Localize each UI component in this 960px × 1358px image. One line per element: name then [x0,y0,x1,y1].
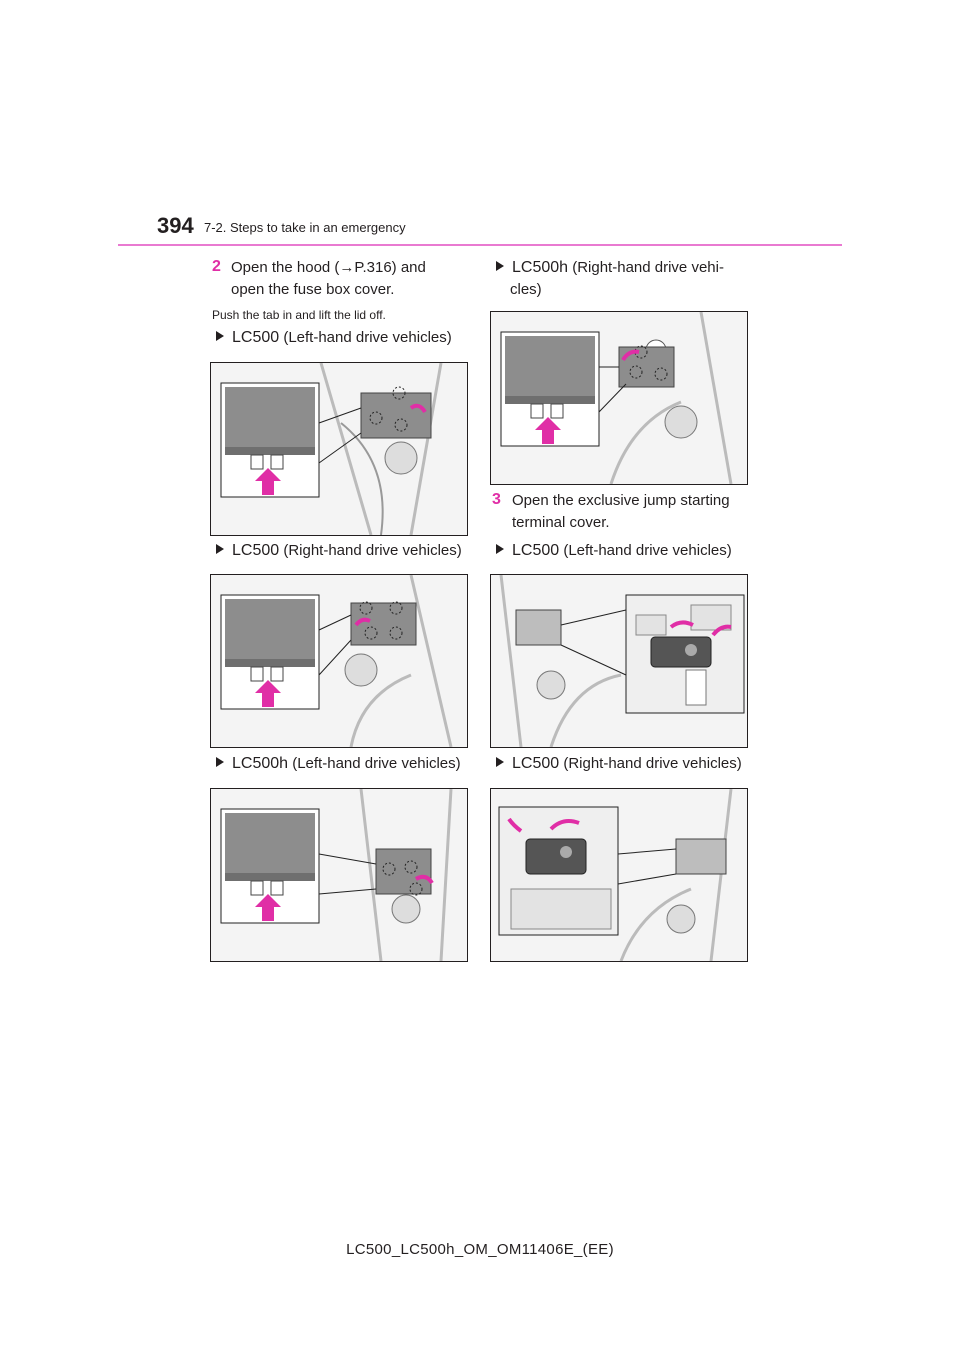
step-3-number: 3 [492,491,501,508]
caption-model: LC500 [512,542,560,559]
section-title: 7-2. Steps to take in an emergency [204,220,406,235]
caption-model: LC500h [512,259,569,276]
caption-desc: (Right-hand drive vehicles) [559,755,742,772]
caption-model: LC500 [512,755,560,772]
step-2-note: Push the tab in and lift the lid off. [212,308,386,322]
caption-desc: (Left-hand drive vehicles) [559,542,732,559]
step-2: 2 [212,258,221,276]
caption-model: LC500 [232,329,280,346]
caption-desc-line-2: cles) [510,281,542,298]
step-3-text: Open the exclusive jump starting termina… [512,490,730,534]
step-2-text: Open the hood (→P.316) and open the fuse… [231,257,426,301]
caption-model: LC500h [232,755,289,772]
figure-lc500h-lhd-fuse-box [210,788,468,962]
caption-desc: (Left-hand drive vehicles) [279,329,452,346]
step-2-line-1: Open the hood (→P.316) and [231,259,426,276]
bullet-triangle-icon [496,261,504,271]
header-rule [118,244,842,246]
caption-lc500h-lhd: LC500h (Left-hand drive vehicles) [216,755,461,773]
step-3: 3 [492,491,501,509]
step-2-line-2: open the fuse box cover. [231,281,395,298]
caption-desc: (Right-hand drive vehicles) [279,542,462,559]
figure-lc500-rhd-jump-terminal [490,788,748,962]
caption-lc500-rhd: LC500 (Right-hand drive vehicles) [216,542,462,560]
figure-lc500-rhd-fuse-box [210,574,468,748]
figure-lc500-lhd-jump-terminal [490,574,748,748]
figure-lc500-lhd-fuse-box [210,362,468,536]
step-3-line-2: terminal cover. [512,514,610,531]
bullet-triangle-icon [496,544,504,554]
bullet-triangle-icon [216,544,224,554]
step-2-number: 2 [212,258,221,275]
caption-lc500h-rhd: LC500h (Right-hand drive vehi- cles) [496,257,724,301]
bullet-triangle-icon [216,757,224,767]
bullet-triangle-icon [216,331,224,341]
document-code: LC500_LC500h_OM_OM11406E_(EE) [346,1241,614,1258]
caption-lc500-rhd-jump: LC500 (Right-hand drive vehicles) [496,755,742,773]
caption-desc: (Left-hand drive vehicles) [288,755,461,772]
bullet-triangle-icon [496,757,504,767]
figure-lc500h-rhd-fuse-box [490,311,748,485]
caption-lc500-lhd-jump: LC500 (Left-hand drive vehicles) [496,542,732,560]
caption-model: LC500 [232,542,280,559]
caption-lc500-lhd: LC500 (Left-hand drive vehicles) [216,329,452,347]
caption-desc: (Right-hand drive vehi- [568,259,724,276]
step-3-line-1: Open the exclusive jump starting [512,492,730,509]
page-number: 394 [157,213,194,238]
